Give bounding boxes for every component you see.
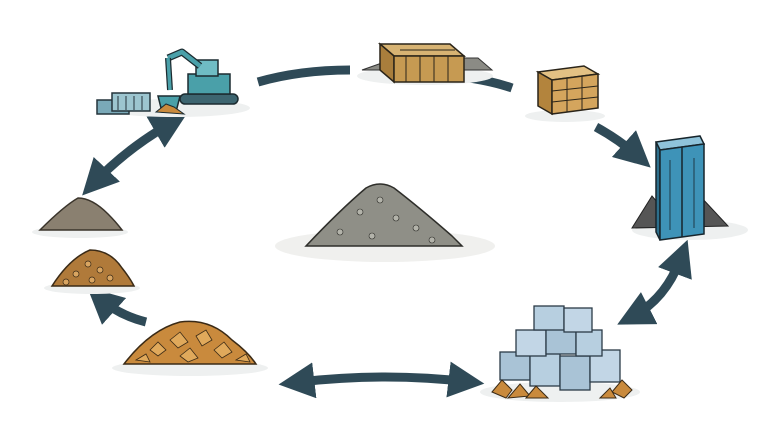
aggregate-mound-icon xyxy=(275,183,495,262)
arrow-top xyxy=(256,65,351,87)
stacked-containers-icon xyxy=(480,305,640,402)
sand-mound-icon xyxy=(32,197,128,238)
arrow-bottom-left xyxy=(87,287,148,327)
steel-tower-icon xyxy=(631,135,748,241)
excavator-icon xyxy=(96,48,250,117)
rubble-pile-icon xyxy=(112,320,268,376)
truck-icon xyxy=(96,92,151,115)
timber-crate-icon xyxy=(357,42,494,85)
arrow-bottom xyxy=(278,361,485,399)
arrow-left-upper xyxy=(82,114,187,196)
gravel-pile-icon xyxy=(44,249,140,294)
arrow-right-lower xyxy=(617,239,692,325)
arrow-right-upper xyxy=(593,123,651,168)
wooden-crate-icon xyxy=(525,65,605,122)
